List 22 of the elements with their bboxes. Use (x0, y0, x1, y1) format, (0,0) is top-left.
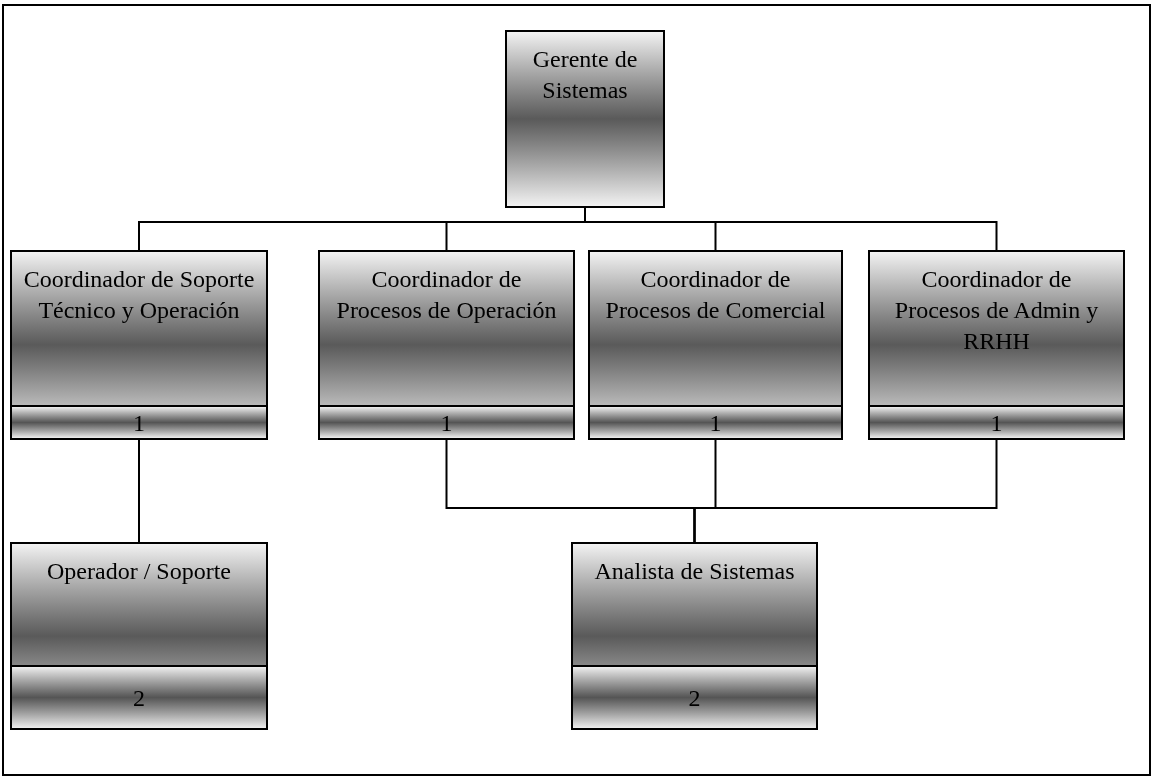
headcount: 1 (990, 408, 1003, 437)
headcount: 1 (440, 408, 453, 437)
headcount: 2 (133, 683, 145, 712)
connector-line (693, 439, 998, 543)
position-title: Coordinador de Procesos de Comercial (604, 265, 827, 325)
position-box (505, 30, 665, 208)
position-title: Analista de Sistemas (594, 557, 795, 586)
position-title: Coordinador de Soporte Técnico y Operación (22, 265, 256, 325)
position-box (868, 250, 1125, 440)
connector-line (138, 439, 140, 543)
position-box (588, 250, 843, 440)
headcount: 2 (688, 683, 701, 712)
position-title: Operador / Soporte (47, 557, 231, 586)
position-title: Coordinador de Procesos de Admin y RRHH (893, 265, 1100, 356)
position-box (10, 542, 268, 730)
position-title: Coordinador de Procesos de Operación (335, 265, 558, 325)
position-box (571, 542, 818, 730)
position-box (10, 250, 268, 440)
headcount: 1 (709, 408, 722, 437)
position-box (318, 250, 575, 440)
position-title: Gerente de Sistemas (531, 45, 639, 105)
headcount: 1 (133, 408, 145, 437)
